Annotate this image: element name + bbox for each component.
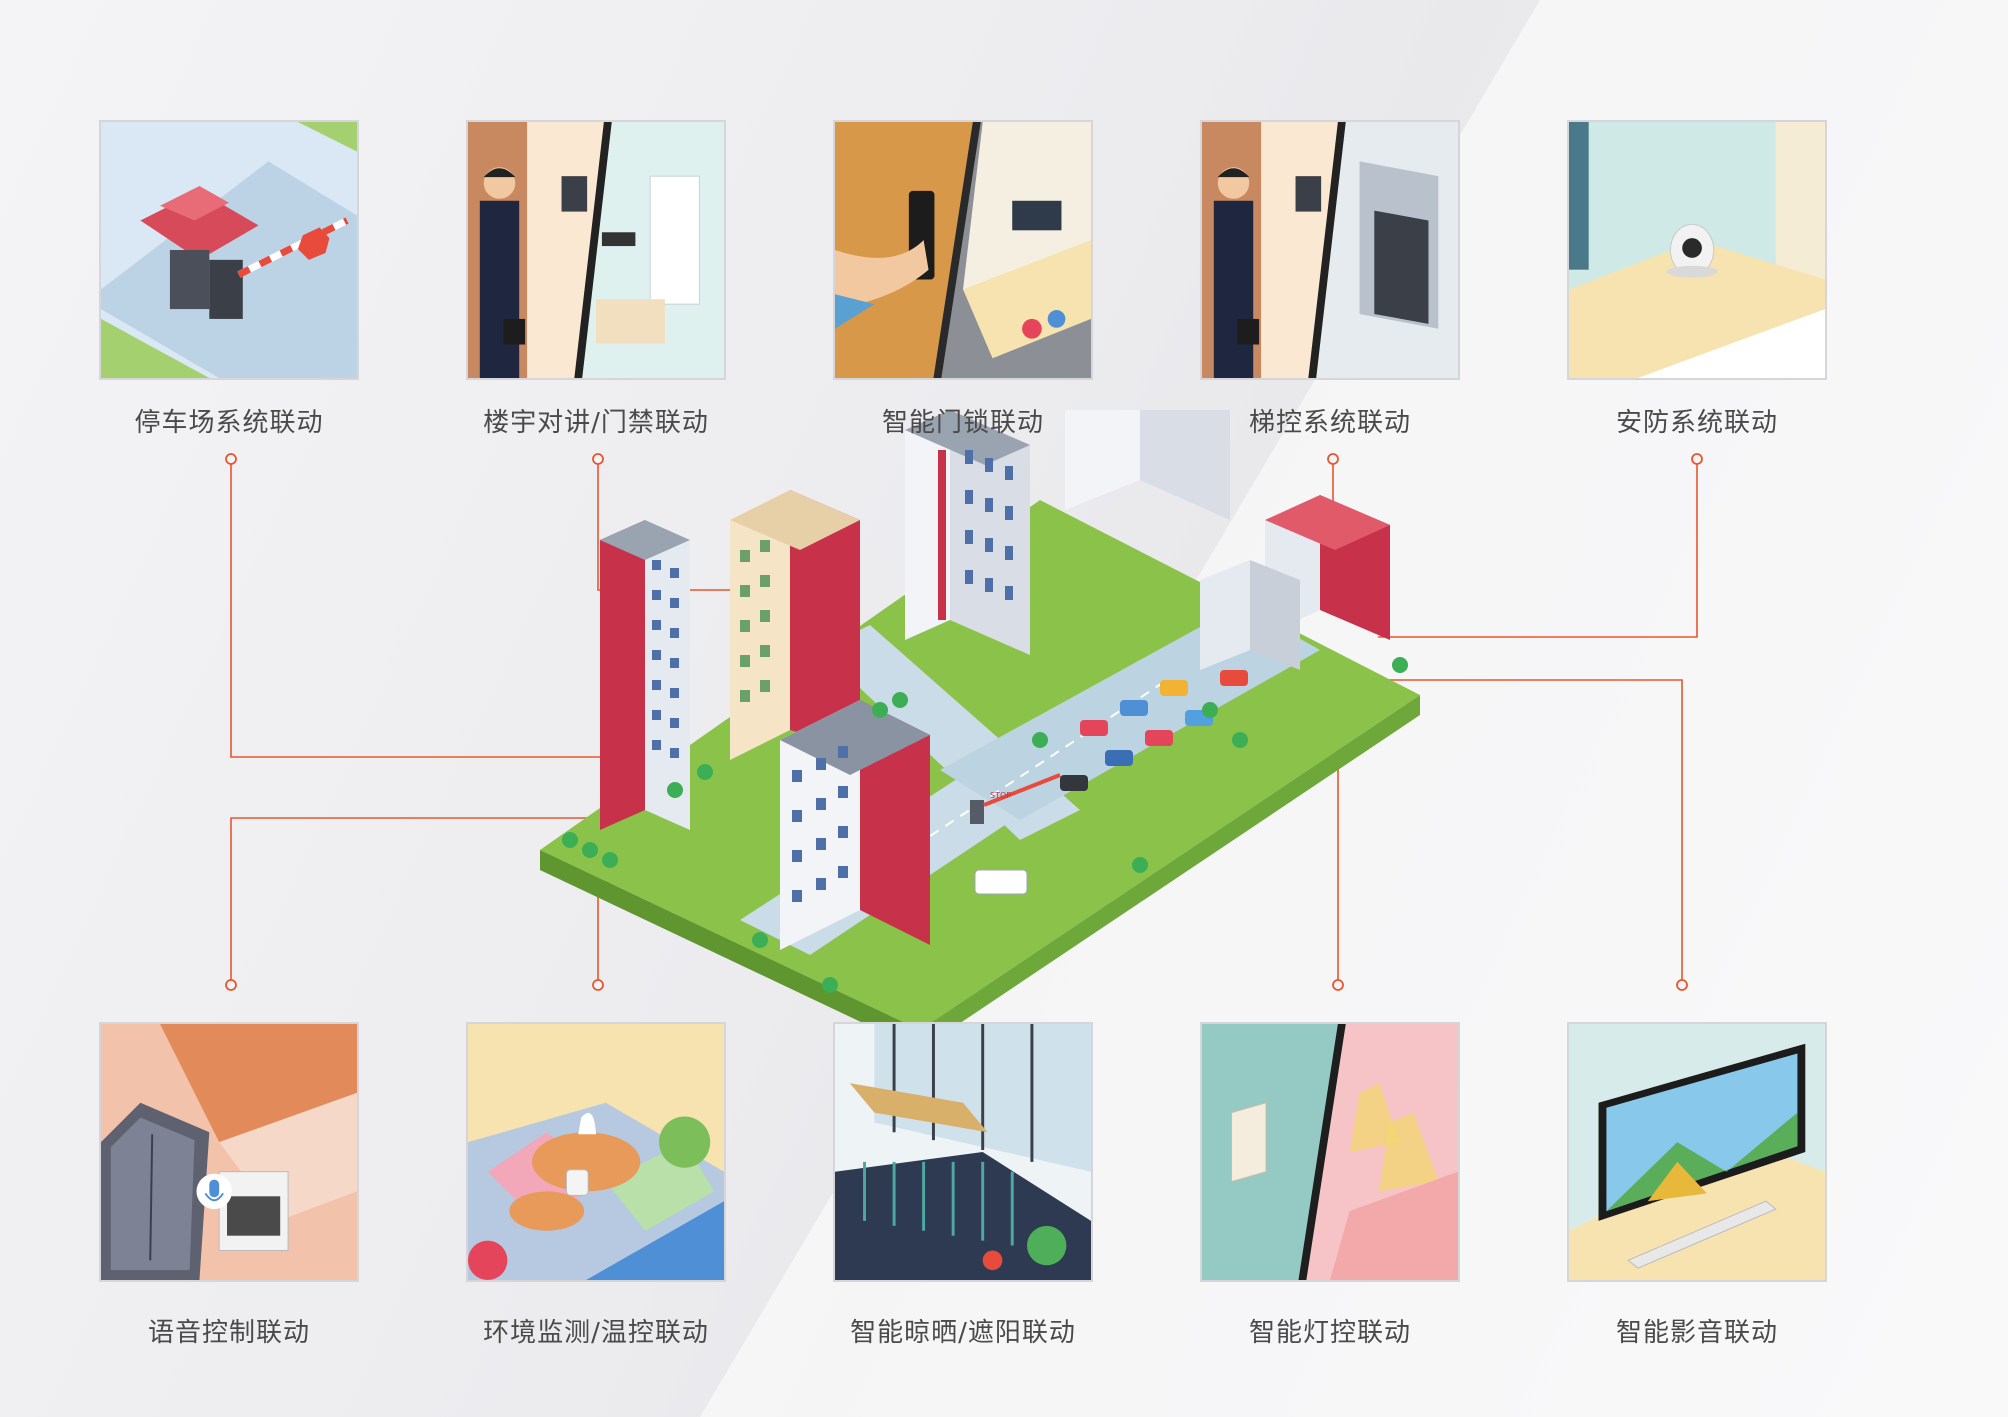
label-elevator-control: 梯控系统联动	[1248, 408, 1411, 438]
red-apartment-tower	[600, 520, 690, 830]
tile-drying-rack[interactable]	[833, 1022, 1093, 1282]
smart-community-illustration: H STOP	[540, 410, 1420, 1050]
label-home-theater: 智能影音联动	[1615, 1318, 1778, 1348]
tile-environment-monitor[interactable]	[466, 1022, 726, 1282]
front-apartment-block	[780, 700, 930, 950]
security-camera-icon	[1569, 122, 1825, 378]
label-environment-monitor: 环境监测/温控联动	[483, 1318, 709, 1348]
barrier-sign: STOP	[990, 791, 1011, 800]
label-smart-lock: 智能门锁联动	[881, 408, 1044, 438]
parking-lot	[1060, 670, 1248, 791]
office-tower	[905, 410, 1030, 655]
tile-elevator-control[interactable]	[1200, 120, 1460, 380]
label-parking-system: 停车场系统联动	[134, 408, 324, 438]
beige-apartment-block	[730, 490, 860, 760]
elevator-icon	[1202, 122, 1458, 378]
parking-barrier-icon	[101, 122, 357, 378]
label-security-system: 安防系统联动	[1615, 408, 1778, 438]
tile-parking-system[interactable]	[99, 120, 359, 380]
drying-rack-icon	[835, 1024, 1091, 1280]
tile-security-system[interactable]	[1567, 120, 1827, 380]
tile-intercom-access[interactable]	[466, 120, 726, 380]
home-theater-icon	[1569, 1024, 1825, 1280]
hospital-building: H	[1065, 410, 1230, 520]
tile-smart-lock[interactable]	[833, 120, 1093, 380]
label-voice-control: 语音控制联动	[147, 1318, 310, 1348]
label-drying-rack: 智能晾晒/遮阳联动	[850, 1318, 1076, 1348]
tile-home-theater[interactable]	[1567, 1022, 1827, 1282]
environment-monitor-icon	[468, 1024, 724, 1280]
parking-barrier: STOP	[970, 773, 1061, 824]
light-control-icon	[1202, 1024, 1458, 1280]
tile-light-control[interactable]	[1200, 1022, 1460, 1282]
smart-lock-icon	[835, 122, 1091, 378]
low-office-building	[1200, 560, 1300, 670]
tile-voice-control[interactable]	[99, 1022, 359, 1282]
label-light-control: 智能灯控联动	[1248, 1318, 1411, 1348]
voice-control-icon	[101, 1024, 357, 1280]
intercom-icon	[468, 122, 724, 378]
label-intercom-access: 楼宇对讲/门禁联动	[483, 408, 709, 438]
